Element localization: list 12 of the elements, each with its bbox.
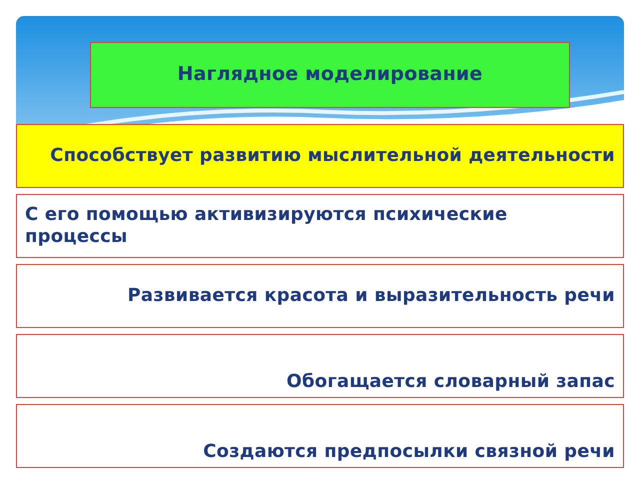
text-box [16, 264, 624, 328]
text-box [16, 404, 624, 468]
box-text: Развивается красота и выразительность речи [128, 284, 615, 308]
box-text: Наглядное моделирование [177, 63, 483, 87]
text-box [16, 194, 624, 258]
box-text: Создаются предпосылки связной речи [203, 440, 615, 463]
box-text: Обогащается словарный запас [286, 370, 615, 393]
text-box [16, 334, 624, 398]
highlight-box [16, 124, 624, 188]
box-text: Способствует развитию мыслительной деятельности [50, 144, 615, 168]
title-box [90, 42, 570, 108]
box-text: С его помощью активизируются психические процессы [25, 204, 508, 248]
